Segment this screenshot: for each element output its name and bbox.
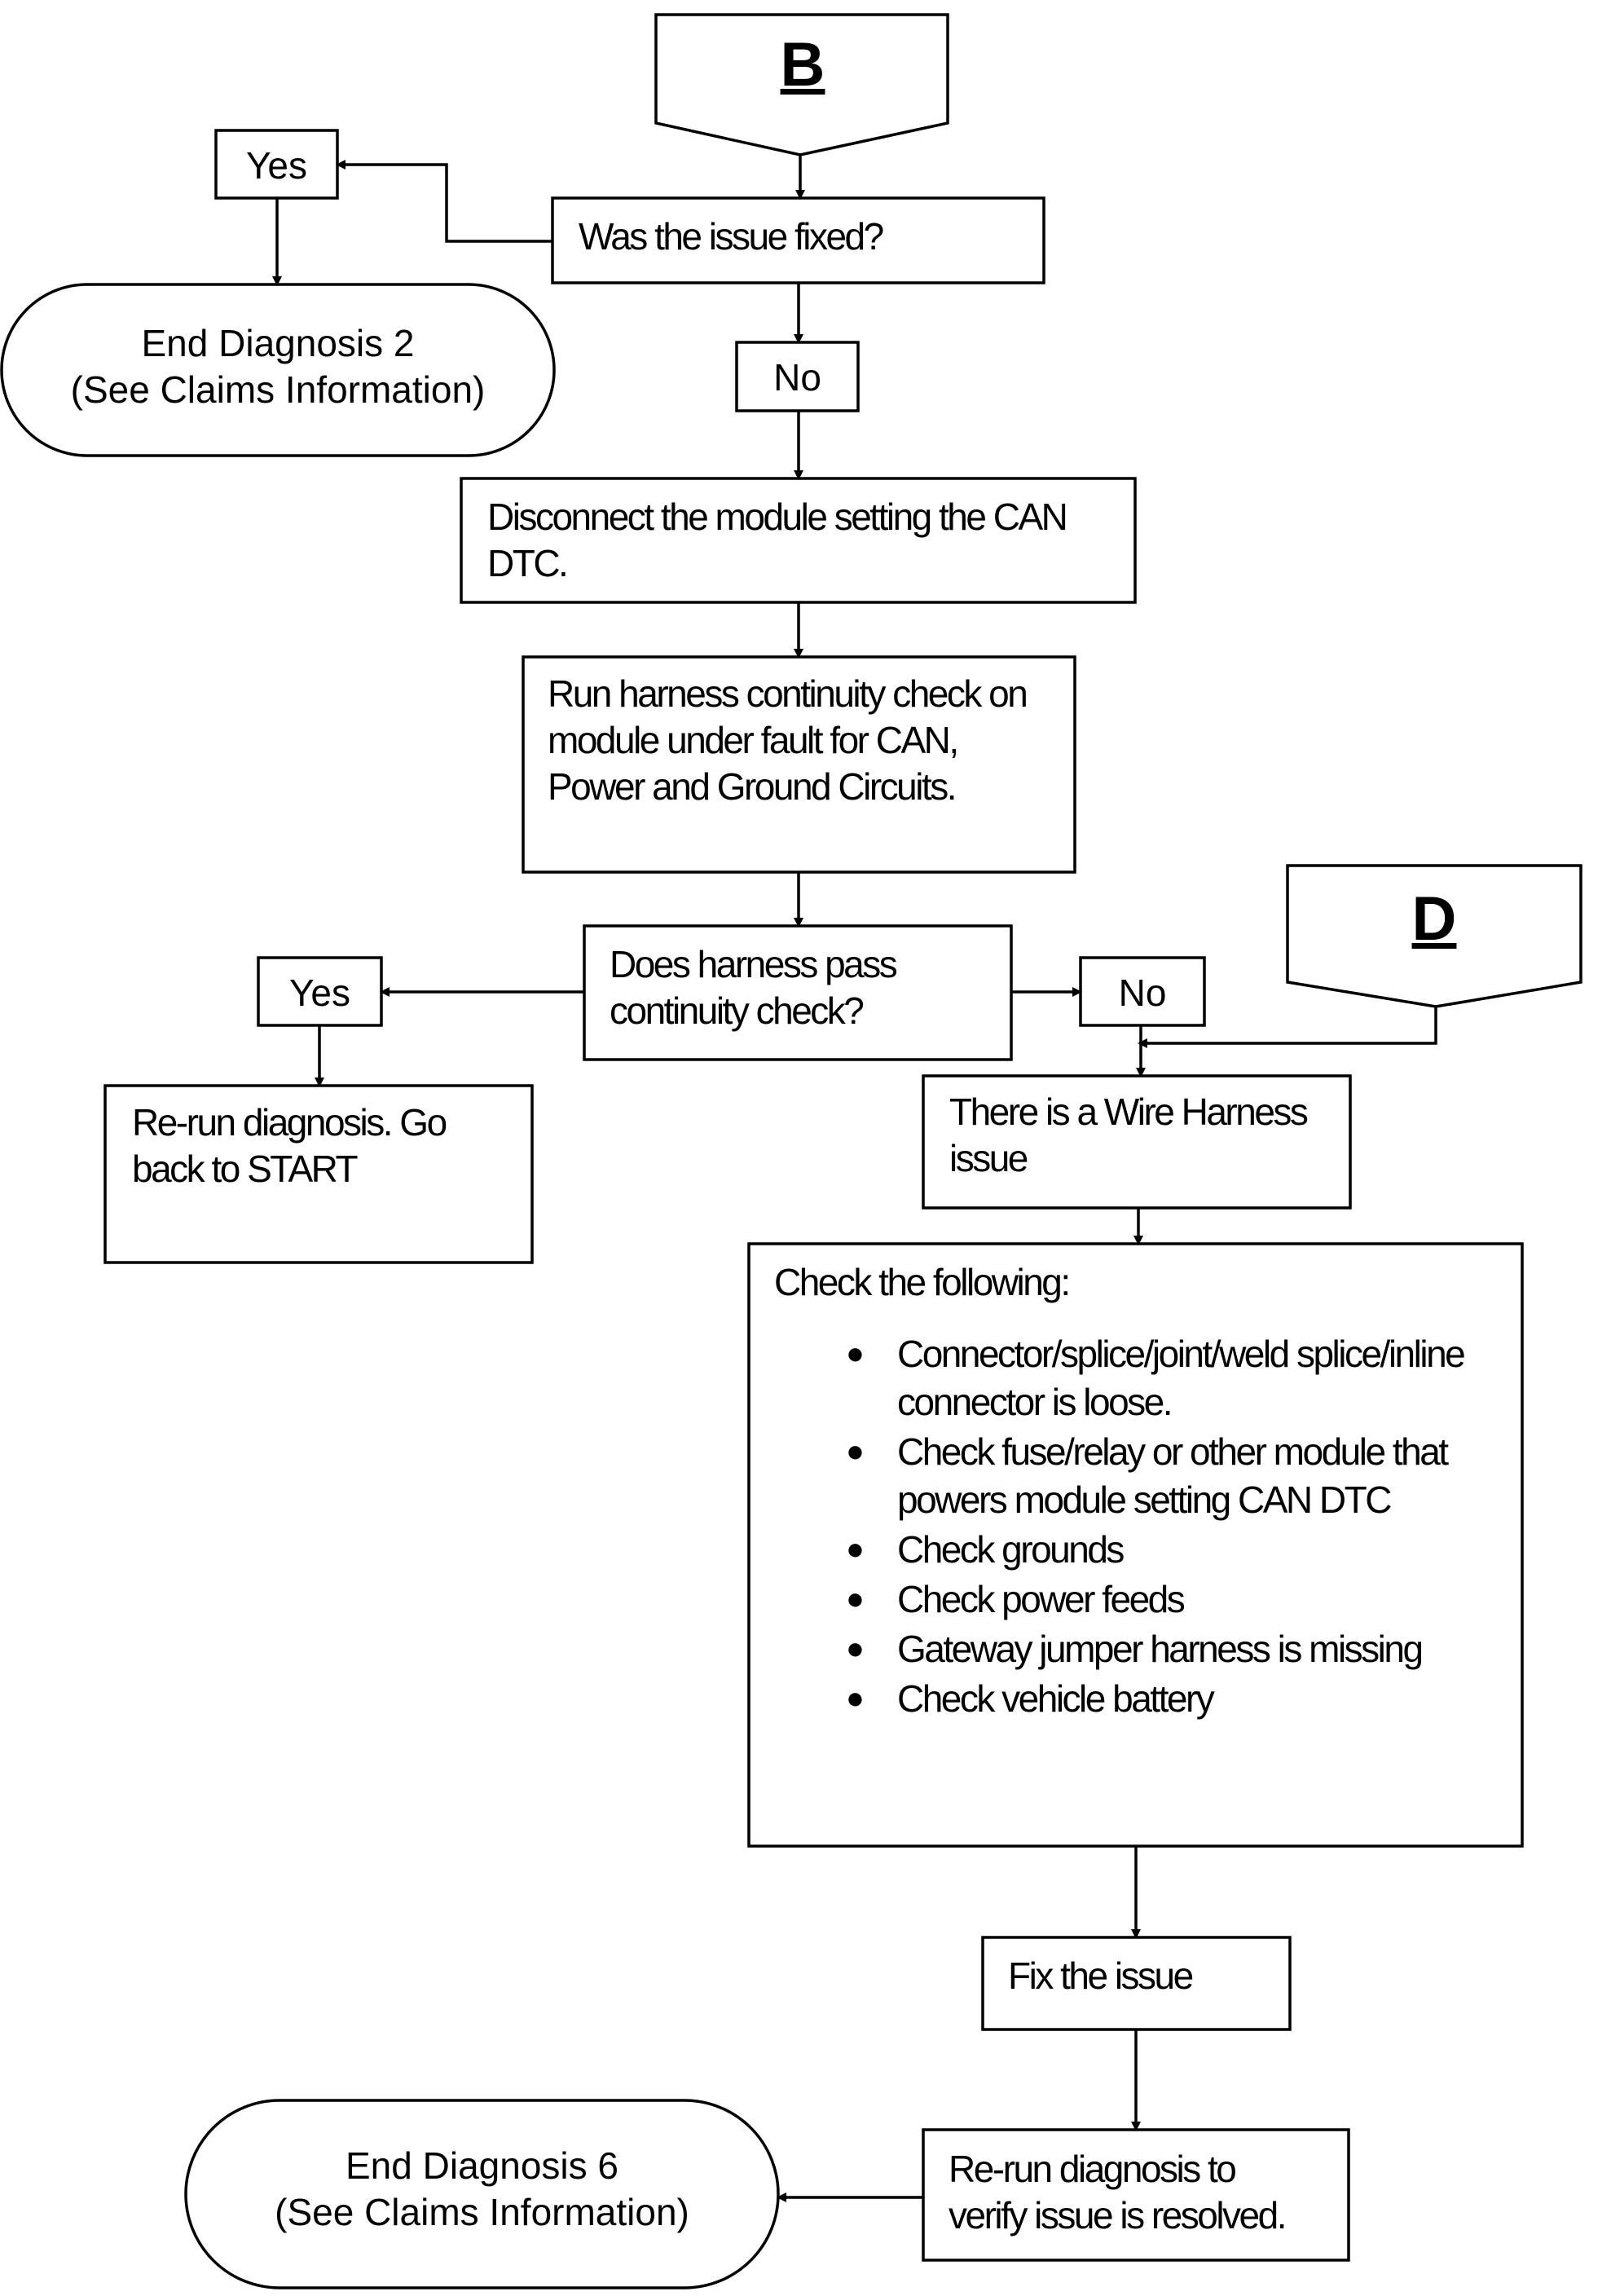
check-item: ●Check power feeds bbox=[846, 1575, 1516, 1624]
check-list: ●Connector/splice/joint/weld splice/inli… bbox=[846, 1330, 1516, 1725]
arrow-d-to-wire-issue bbox=[1138, 1007, 1437, 1048]
check-heading-text: Check the following: bbox=[774, 1261, 1071, 1303]
bullet-icon: ● bbox=[846, 1532, 865, 1567]
connector-b-shape bbox=[654, 13, 949, 156]
connector-d-shape bbox=[1286, 864, 1582, 1008]
arrow-issue-fixed-to-yes bbox=[336, 160, 552, 243]
check-item: ●Check grounds bbox=[846, 1526, 1516, 1574]
bullet-icon: ● bbox=[846, 1632, 865, 1666]
no-1-text: No bbox=[773, 356, 821, 399]
end-diagnosis-6-text: End Diagnosis 6 (See Claims Information) bbox=[275, 2144, 689, 2233]
bullet-icon: ● bbox=[846, 1434, 865, 1469]
check-item: ●Gateway jumper harness is missing bbox=[846, 1625, 1516, 1673]
connector-d-label: D bbox=[1411, 884, 1457, 954]
no-2-text: No bbox=[1118, 972, 1167, 1014]
issue-fixed-text: Was the issue fixed? bbox=[579, 215, 884, 258]
bullet-icon: ● bbox=[846, 1681, 865, 1716]
end-diagnosis-2-text: End Diagnosis 2 (See Claims Information) bbox=[70, 322, 486, 411]
check-item: ●Connector/splice/joint/weld splice/inli… bbox=[846, 1330, 1516, 1426]
rerun-start-text: Re-run diagnosis. Go back to START bbox=[132, 1101, 447, 1190]
bullet-icon: ● bbox=[846, 1337, 865, 1371]
fix-issue-text: Fix the issue bbox=[1008, 1954, 1194, 1997]
check-item: ●Check fuse/relay or other module that p… bbox=[846, 1428, 1516, 1524]
check-item: ●Check vehicle battery bbox=[846, 1675, 1516, 1723]
disconnect-text: Disconnect the module setting the CAN DT… bbox=[487, 496, 1068, 584]
rerun-verify-text: Re-run diagnosis to verify issue is reso… bbox=[949, 2148, 1287, 2237]
connector-b-label: B bbox=[780, 30, 825, 99]
yes-2-text: Yes bbox=[288, 972, 351, 1014]
continuity-check-text: Run harness continuity check on module u… bbox=[548, 672, 1028, 808]
wire-issue-text: There is a Wire Harness issue bbox=[949, 1091, 1309, 1179]
bullet-icon: ● bbox=[846, 1582, 865, 1616]
yes-1-text: Yes bbox=[245, 144, 308, 187]
harness-pass-text: Does harness pass continuity check? bbox=[610, 943, 898, 1032]
